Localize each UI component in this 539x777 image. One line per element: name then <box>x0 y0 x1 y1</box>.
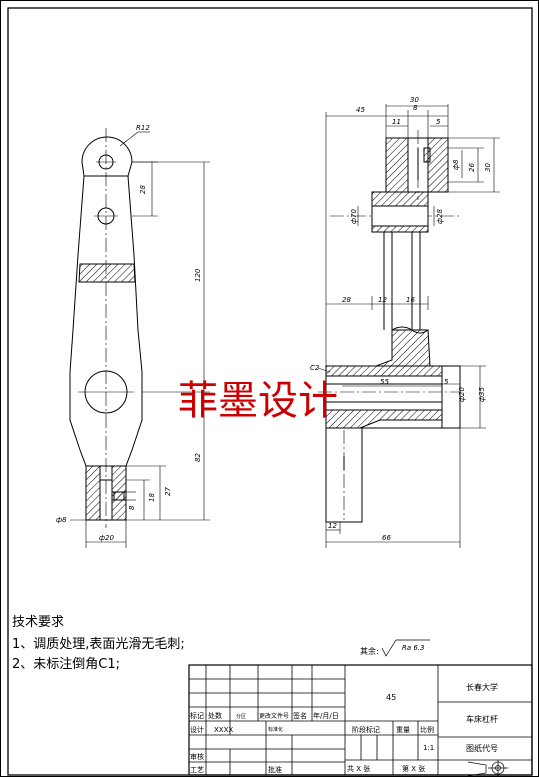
label-biaoji: 标记 <box>190 711 204 720</box>
dim-phi28: ф28 <box>436 209 444 224</box>
label-shenhe: 审核 <box>190 752 204 761</box>
right-view-dimensions <box>317 104 500 548</box>
dim-120: 120 <box>194 268 202 282</box>
label-biaozhunhua: 标准化 <box>268 726 283 733</box>
tech-req-line-2: 2、未标注倒角C1; <box>12 657 120 672</box>
dim-11: 11 <box>392 118 401 126</box>
left-view-dim-text: R12 28 120 82 27 18 8 ф8 ф20 <box>56 124 202 542</box>
dim-12-right: 12 <box>378 296 387 304</box>
surface-roughness: 其余: Ra 6.3 <box>360 639 430 657</box>
label-ratio: 比例 <box>420 725 434 734</box>
dim-phi35: ф35 <box>478 387 486 402</box>
drawing-number: 45 <box>386 693 396 702</box>
dim-8: 8 <box>128 505 136 510</box>
dim-phi20-right: ф20 <box>458 387 466 402</box>
dim-phi8: ф8 <box>56 516 67 524</box>
label-qianming: 签名 <box>293 711 307 720</box>
dim-16: 16 <box>406 296 415 304</box>
title-block <box>188 664 533 776</box>
label-stage-mark: 阶段标记 <box>352 725 380 734</box>
dim-5-hub: 5 <box>444 378 449 386</box>
label-gongyi: 工艺 <box>190 766 204 774</box>
dim-12-bottom: 12 <box>328 522 337 530</box>
label-riqi: 年/月/日 <box>313 711 339 720</box>
label-chushu: 处数 <box>208 711 222 720</box>
dim-phi20: ф20 <box>99 534 114 542</box>
scale-value: 1:1 <box>423 744 434 752</box>
label-pizhun: 批准 <box>268 765 282 774</box>
label-weight: 重量 <box>396 726 410 734</box>
dim-66: 66 <box>382 534 391 542</box>
dim-phi70: ф70 <box>350 209 358 224</box>
dim-28: 28 <box>139 185 147 194</box>
label-wenjian: 更改文件号 <box>259 712 289 720</box>
dim-8-top: 8 <box>413 104 418 112</box>
right-view-dim-text: 45 30 8 11 5 ф8 26 30 ф70 ф28 28 12 16 C… <box>310 96 492 542</box>
dim-26: 26 <box>468 163 476 172</box>
projection-symbol-icon <box>467 760 508 777</box>
surface-value: Ra 6.3 <box>402 644 425 652</box>
dim-45: 45 <box>356 106 365 114</box>
roughness-symbol-icon <box>381 639 430 657</box>
dim-30-vertical: 30 <box>484 163 492 172</box>
dim-55: 55 <box>380 378 389 386</box>
label-sheji: 设计 <box>190 725 204 734</box>
label-fenqu: 分区 <box>236 713 246 720</box>
dim-18: 18 <box>148 493 156 502</box>
left-view <box>69 128 143 528</box>
left-view-dimensions <box>70 131 210 548</box>
dim-phi8-right: ф8 <box>452 159 460 170</box>
tech-req-title: 技术要求 <box>12 615 64 630</box>
sheet-number: 第 X 张 <box>402 764 425 773</box>
surface-label: 其余: <box>360 646 379 656</box>
technical-requirements: 技术要求 1、调质处理,表面光滑无毛刺; 2、未标注倒角C1; <box>12 615 185 672</box>
dim-c2: C2 <box>310 364 320 372</box>
right-view <box>318 130 461 523</box>
drawing-code: 图纸代号 <box>466 743 498 753</box>
dim-5-top: 5 <box>436 118 441 126</box>
title-block-text: 45 长春大学 车床杠杆 图纸代号 标记 处数 分区 更改文件号 签名 年/月/… <box>190 682 498 774</box>
watermark-text: 菲墨设计 <box>178 378 338 424</box>
dim-30: 30 <box>410 96 419 104</box>
part-name: 车床杠杆 <box>466 714 498 724</box>
total-sheets: 共 X 张 <box>347 764 370 773</box>
designer-name: XXXX <box>214 726 233 734</box>
school-name: 长春大学 <box>466 682 498 692</box>
tech-req-line-1: 1、调质处理,表面光滑无毛刺; <box>12 637 185 652</box>
dim-82: 82 <box>194 453 202 462</box>
dim-27: 27 <box>164 487 172 496</box>
dim-28-right: 28 <box>342 296 351 304</box>
dim-r12: R12 <box>136 124 150 132</box>
